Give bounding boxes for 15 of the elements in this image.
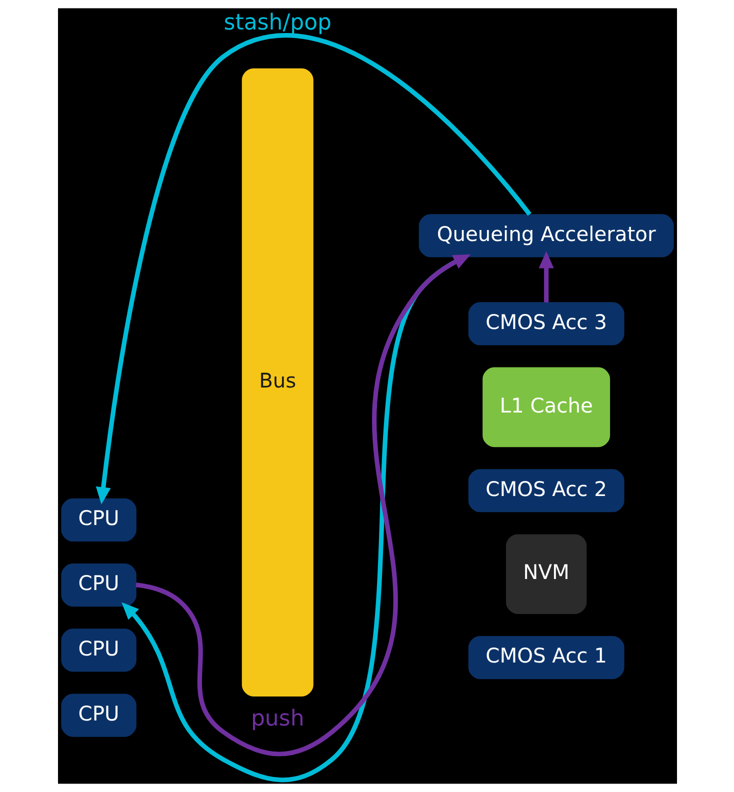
node-box: Bus (241, 68, 313, 696)
node-box: CMOS Acc 2 (468, 469, 624, 512)
arrow (538, 251, 554, 302)
node-box: CPU (60, 564, 136, 607)
node-box: CPU (60, 628, 136, 672)
node-box: CPU (60, 694, 136, 737)
node-box: NVM (505, 534, 586, 614)
edge-label: stash/pop (223, 10, 332, 36)
node-box: CPU (60, 498, 136, 542)
node-box: CMOS Acc 3 (468, 302, 624, 346)
edge-label: push (250, 706, 304, 732)
node-box: L1 Cache (482, 367, 610, 448)
arrow (95, 33, 531, 504)
node-box: Queueing Accelerator (418, 214, 674, 258)
node-box: CMOS Acc 1 (468, 636, 624, 680)
